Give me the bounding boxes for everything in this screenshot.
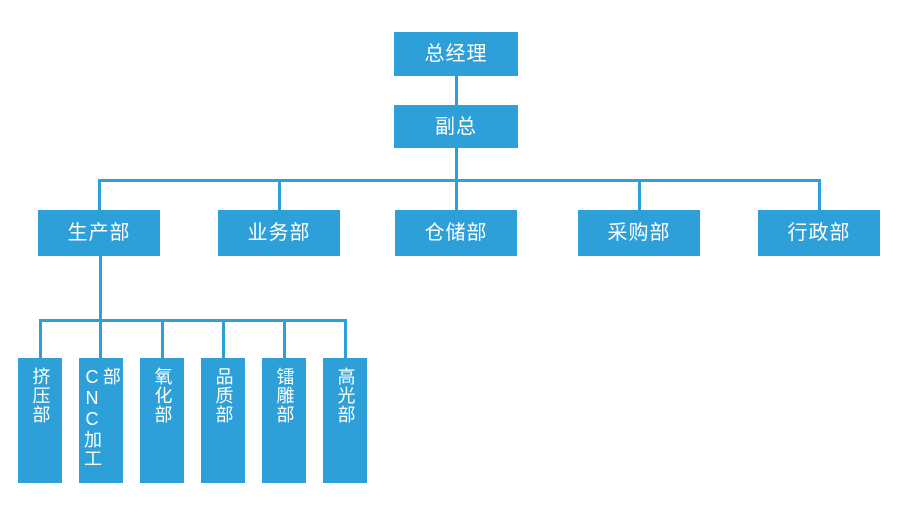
org-node-general-manager: 总经理 (394, 32, 518, 76)
org-node-production-dept: 生产部 (38, 210, 160, 256)
org-node-warehouse-dept: 仓储部 (395, 210, 517, 256)
connector-drop-extrusion (38, 319, 42, 358)
connector-drop-laser (282, 319, 286, 358)
connector-drop-production (97, 179, 101, 210)
org-node-quality-dept: 品质部 (201, 358, 245, 483)
org-node-deputy-general-manager: 副总 (394, 105, 518, 148)
connector-drop-business (277, 179, 281, 210)
connector-drop-purchasing (637, 179, 641, 210)
org-node-cnc-machining-dept: CNC加工部 (79, 358, 123, 483)
connector-drop-gloss (343, 319, 347, 358)
org-node-laser-engraving-dept: 镭雕部 (262, 358, 306, 483)
connector-drop-admin (817, 179, 821, 210)
org-node-business-dept: 业务部 (218, 210, 340, 256)
connector-departments-bus (97, 179, 821, 182)
org-node-label: 挤压部 (30, 367, 51, 424)
org-node-high-gloss-dept: 高光部 (323, 358, 367, 483)
connector-drop-oxidation (160, 319, 164, 358)
org-node-label: 品质部 (213, 367, 234, 424)
org-node-purchasing-dept: 采购部 (578, 210, 700, 256)
connector-root-deputy (454, 76, 458, 105)
org-node-label: 氧化部 (152, 367, 173, 424)
connector-production-down (98, 256, 102, 358)
connector-teams-bus (38, 319, 347, 322)
org-node-oxidation-dept: 氧化部 (140, 358, 184, 483)
org-node-label: CNC加工部 (82, 367, 121, 468)
org-node-admin-dept: 行政部 (758, 210, 880, 256)
org-node-label: 镭雕部 (274, 367, 295, 424)
org-node-extrusion-dept: 挤压部 (18, 358, 62, 483)
org-node-label: 高光部 (335, 367, 356, 424)
connector-drop-quality (221, 319, 225, 358)
